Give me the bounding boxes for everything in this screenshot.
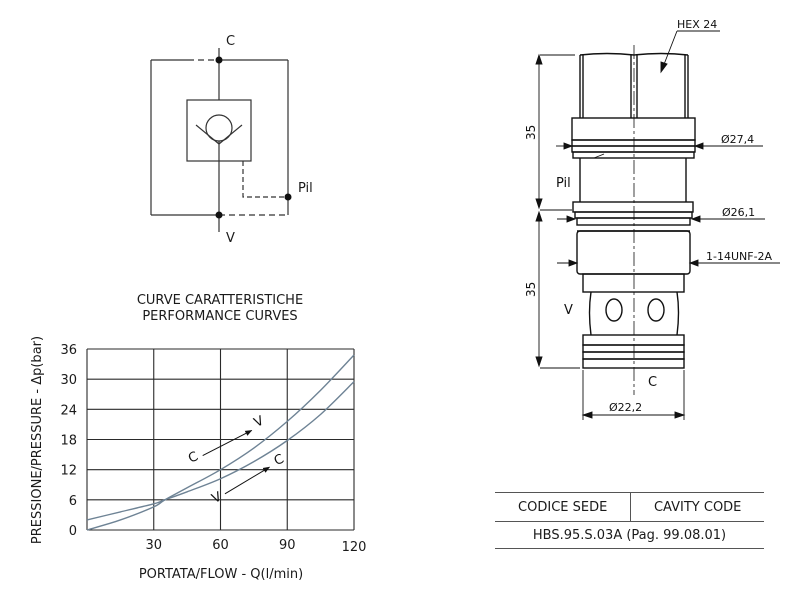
annotation-label-to: C [272, 452, 287, 469]
y-tick-label: 30 [60, 373, 77, 388]
chart-title-line1: CURVE CARATTERISTICHE [136, 293, 304, 308]
y-tick-label: 0 [69, 524, 77, 539]
symbol-port-pil: Pil [298, 181, 313, 196]
node-pil [284, 193, 292, 201]
chart-curves [86, 354, 355, 531]
annotation-arrow [224, 466, 271, 495]
hex-label: HEX 24 [677, 18, 717, 31]
cartridge-port-pil: Pil [556, 176, 571, 191]
x-tick-label: 60 [212, 538, 229, 553]
y-tick-label: 6 [69, 494, 77, 509]
chart-title-line2: PERFORMANCE CURVES [142, 309, 298, 324]
x-tick-label: 120 [342, 540, 367, 555]
x-tick-label: 90 [279, 538, 296, 553]
curve-series-1 [86, 354, 355, 531]
cavity-header-left: CODICE SEDE [495, 492, 632, 522]
chart-title: CURVE CARATTERISTICHE PERFORMANCE CURVES [95, 293, 345, 325]
thread-spec: 1-14UNF-2A [706, 250, 773, 263]
x-tick-label: 30 [145, 538, 162, 553]
y-tick-label: 24 [60, 403, 77, 418]
y-tick-label: 36 [60, 343, 77, 358]
symbol-frame [150, 48, 289, 232]
node-c [215, 56, 223, 64]
dimension-lines [535, 30, 780, 420]
annotation-label-from: V [210, 489, 224, 506]
dia-26-1: Ø26,1 [722, 206, 755, 219]
y-tick-label: 12 [60, 464, 77, 479]
dia-22-2: Ø22,2 [609, 401, 642, 414]
cartridge-port-v: V [564, 303, 573, 318]
annotation-label-from: C [186, 449, 201, 466]
cavity-header-right: CAVITY CODE [630, 492, 764, 522]
cartridge-outline [571, 45, 696, 395]
cavity-code-table: CODICE SEDE CAVITY CODE HBS.95.S.03A (Pa… [495, 492, 764, 549]
dim-lower-35: 35 [524, 282, 538, 297]
chart-ylabel: PRESSIONE/PRESSURE - Δp(bar) [30, 336, 45, 544]
dim-upper-35: 35 [524, 125, 538, 140]
y-tick-label: 18 [60, 434, 77, 449]
dia-27-4: Ø27,4 [721, 133, 754, 146]
cavity-code-value: HBS.95.S.03A (Pag. 99.08.01) [495, 521, 764, 549]
symbol-port-v: V [226, 231, 235, 246]
annotation-arrow [202, 430, 253, 457]
chart-xlabel: PORTATA/FLOW - Q(l/min) [139, 567, 303, 582]
cartridge-port-c: C [648, 375, 657, 390]
chart-annotations: C V V C [186, 414, 286, 507]
chart-ticks: 0 6 12 18 24 30 36 30 60 90 120 [60, 343, 366, 555]
symbol-port-c: C [226, 34, 235, 49]
curve-series-2 [86, 381, 355, 521]
node-v [215, 211, 223, 219]
annotation-label-to: V [252, 414, 266, 431]
